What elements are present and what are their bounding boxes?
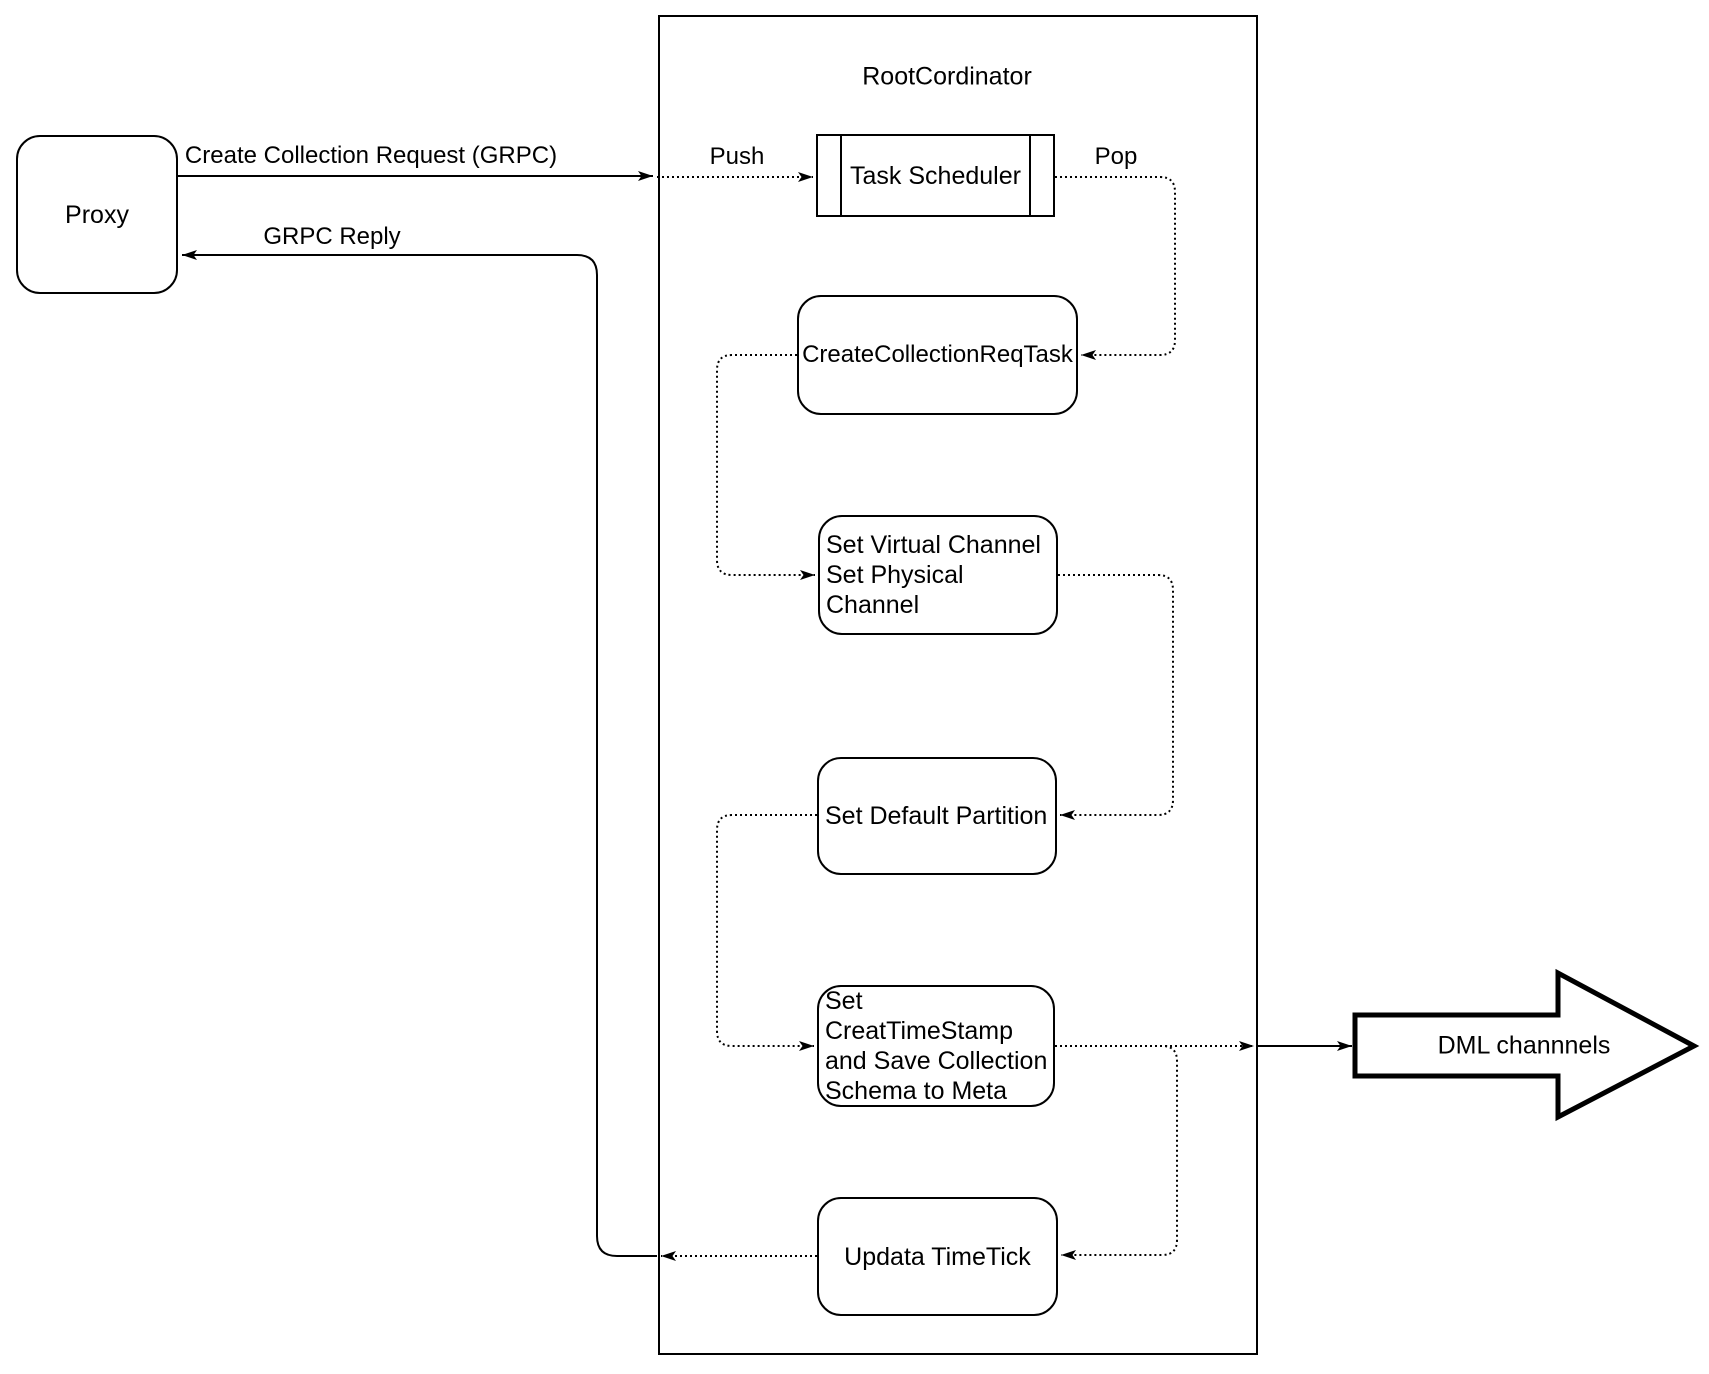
create-collection-req-task-label: CreateCollectionReqTask <box>802 341 1073 368</box>
create-collection-req-task-node: CreateCollectionReqTask <box>797 295 1078 415</box>
set-default-partition-node: Set Default Partition <box>817 757 1057 875</box>
edge-label-pop: Pop <box>1092 143 1140 171</box>
updata-timetick-label: Updata TimeTick <box>844 1242 1031 1271</box>
edge-label-create-collection-request: Create Collection Request (GRPC) <box>182 142 560 170</box>
edge-label-push: Push <box>707 143 767 171</box>
task-scheduler-label: Task Scheduler <box>850 161 1021 190</box>
set-channel-node: Set Virtual Channel Set Physical Channel <box>818 515 1058 635</box>
set-default-partition-label: Set Default Partition <box>825 802 1048 830</box>
proxy-label: Proxy <box>65 200 129 229</box>
set-channel-label: Set Virtual Channel Set Physical Channel <box>826 531 1041 619</box>
task-scheduler-right-bar <box>1029 136 1031 215</box>
task-scheduler-node: Task Scheduler <box>816 134 1055 217</box>
root-coordinator-title: RootCordinator <box>862 62 1032 91</box>
set-creat-timestamp-label: Set CreatTimeStamp and Save Collection S… <box>825 987 1048 1105</box>
root-coordinator-container <box>658 15 1258 1355</box>
edge-label-grpc-reply: GRPC Reply <box>261 223 403 251</box>
dml-channels-label: DML channnels <box>1437 1031 1611 1060</box>
connector-grpc-reply <box>182 250 657 1257</box>
proxy-node: Proxy <box>16 135 178 294</box>
updata-timetick-node: Updata TimeTick <box>817 1197 1058 1316</box>
task-scheduler-left-bar <box>840 136 842 215</box>
set-creat-timestamp-node: Set CreatTimeStamp and Save Collection S… <box>817 985 1055 1107</box>
